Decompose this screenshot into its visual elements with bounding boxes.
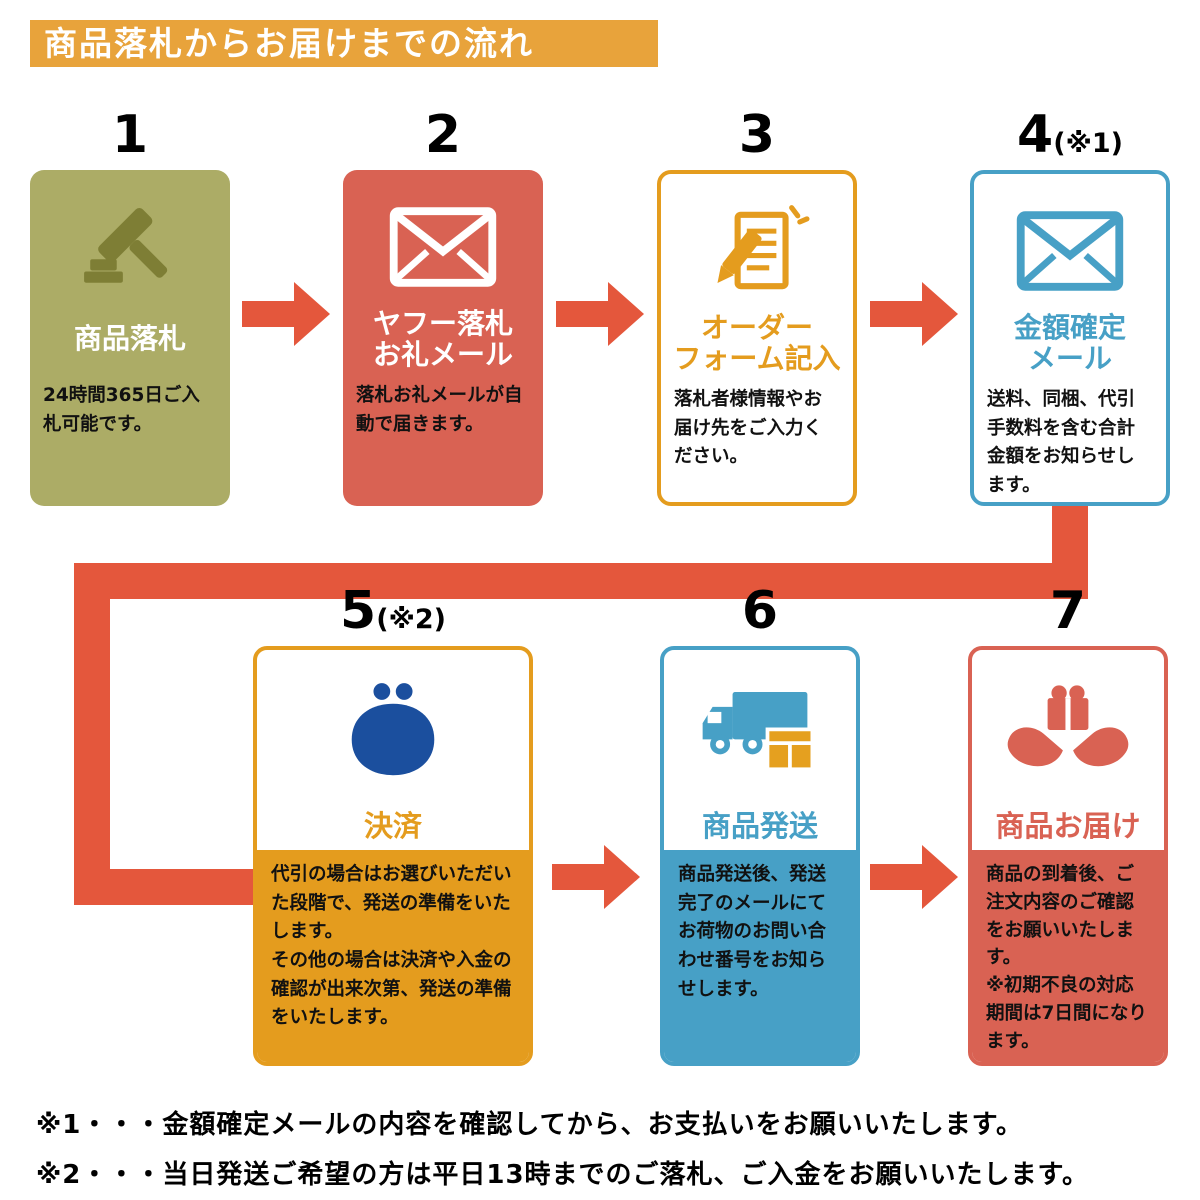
- arrow-right-icon: [242, 282, 330, 346]
- coin-purse-icon: [351, 683, 435, 776]
- step-number: 7: [1049, 581, 1087, 641]
- step-icon-area: [974, 174, 1166, 312]
- step-icon-area: [664, 650, 856, 798]
- arrow-right-icon: [870, 845, 958, 909]
- step-title: 商品発送: [701, 809, 818, 843]
- step-description: 商品発送後、発送完了のメールにてお荷物のお問い合わせ番号をお知らせします。: [664, 850, 856, 1062]
- step-1-card: 商品落札 24時間365日ご入札可能です。: [30, 170, 230, 506]
- step-5-card: 決済 代引の場合はお選びいただいた段階で、発送の準備をいたします。 その他の場合…: [253, 646, 533, 1066]
- step-description: 代引の場合はお選びいただいた段階で、発送の準備をいたします。 その他の場合は決済…: [257, 850, 529, 1062]
- step-description: 送料、同梱、代引手数料を含む合計金額をお知らせします。: [987, 389, 1136, 497]
- step-number: 3: [738, 105, 776, 165]
- step-7-card: 商品お届け 商品の到着後、ご注文内容のご確認をお願いいたします。 ※初期不良の対…: [968, 646, 1168, 1066]
- step-icon-area: [972, 650, 1164, 798]
- mail-icon: [389, 207, 497, 287]
- step-description: 商品の到着後、ご注文内容のご確認をお願いいたします。 ※初期不良の対応期間は7日…: [972, 850, 1164, 1062]
- step-6-card: 商品発送 商品発送後、発送完了のメールにてお荷物のお問い合わせ番号をお知らせしま…: [660, 646, 860, 1066]
- arrow-right-icon: [556, 282, 644, 346]
- step-title: ヤフー落札 お礼メール: [372, 306, 513, 371]
- step-description: 落札お礼メールが自動で届きます。: [356, 385, 523, 435]
- step-2-card: ヤフー落札 お礼メール 落札お礼メールが自動で届きます。: [343, 170, 543, 506]
- step-4-card: 金額確定 メール 送料、同梱、代引手数料を含む合計金額をお知らせします。: [970, 170, 1170, 506]
- hands-holding-package-icon: [1007, 685, 1129, 767]
- step-title: 商品落札: [73, 322, 186, 356]
- step-number: 4(※1): [1017, 105, 1123, 165]
- order-form-icon: [717, 205, 810, 290]
- truck-and-box-icon: [702, 691, 815, 772]
- step-icon-area: [257, 650, 529, 798]
- mail-icon: [1016, 211, 1124, 291]
- page-title: 商品落札からお届けまでの流れ: [44, 24, 534, 63]
- arrow-right-icon: [870, 282, 958, 346]
- step-title: 金額確定 メール: [1013, 310, 1126, 375]
- flow-connector-segment: [74, 563, 1088, 599]
- step-title: 決済: [363, 809, 422, 843]
- step-icon-area: [30, 170, 230, 308]
- step-number: 2: [424, 105, 462, 165]
- flow-connector-segment: [74, 563, 110, 905]
- footnote-2: ※2・・・当日発送ご希望の方は平日13時までのご落札、ご入金をお願いいたします。: [36, 1160, 1089, 1190]
- flow-connector-segment: [74, 869, 254, 905]
- gavel-icon: [84, 208, 168, 283]
- step-3-card: オーダー フォーム記入 落札者様情報やお届け先をご入力ください。: [657, 170, 857, 506]
- arrow-right-icon: [552, 845, 640, 909]
- step-description: 24時間365日ご入札可能です。: [43, 385, 200, 435]
- step-number: 1: [111, 105, 149, 165]
- step-number: 6: [741, 581, 779, 641]
- page-title-banner: 商品落札からお届けまでの流れ: [30, 20, 658, 67]
- step-title: オーダー フォーム記入: [673, 310, 841, 375]
- step-icon-area: [343, 170, 543, 308]
- footnote-1: ※1・・・金額確定メールの内容を確認してから、お支払いをお願いいたします。: [36, 1110, 1023, 1140]
- step-description: 落札者様情報やお届け先をご入力ください。: [674, 389, 823, 468]
- step-icon-area: [661, 174, 853, 312]
- step-title: 商品お届け: [995, 809, 1141, 843]
- step-number: 5(※2): [340, 581, 446, 641]
